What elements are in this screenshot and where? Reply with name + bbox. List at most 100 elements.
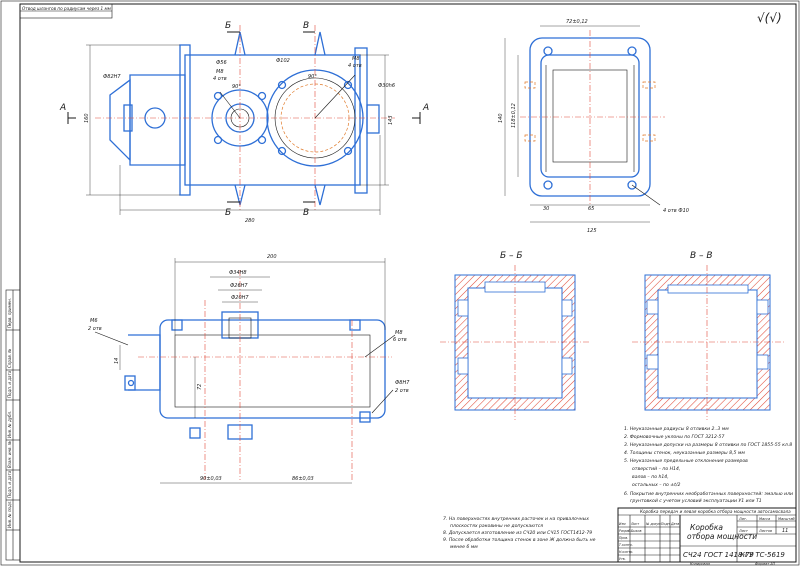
dim-30: 30	[543, 206, 549, 212]
tb-lit: Лит.	[738, 517, 747, 521]
dim-125: 125	[587, 228, 597, 234]
section-v-bottom: В	[303, 208, 309, 218]
tb-tkontr: Т.контр.	[619, 543, 633, 547]
tb-utv: Утв.	[619, 557, 626, 561]
note-6b: грунтовкой с учетом условий эксплуатации…	[630, 498, 762, 504]
dim-m8-left-n: 4 отв	[213, 76, 227, 82]
dim-m8-right-n: 4 отв	[348, 63, 362, 69]
tb-izm: Изм	[619, 522, 626, 526]
dim-m8-right: М8	[352, 56, 360, 62]
note-4: 4. Толщины стенок, неуказанные размеры 8…	[624, 450, 745, 456]
dim-d56: Ф56	[216, 60, 227, 66]
note-7: 7. На поверхностях внутренних расточек и…	[443, 516, 589, 522]
note-5: 5. Неуказанные предельные отклонения раз…	[624, 458, 748, 464]
title-block	[617, 507, 797, 563]
strip-label-7: Инв. № подл.	[7, 500, 12, 528]
section-vv-title: В – В	[690, 251, 713, 261]
tb-sheet-number: 11	[782, 528, 788, 534]
dim-280: 280	[245, 218, 255, 224]
section-bb	[440, 265, 590, 420]
plan-view	[94, 258, 396, 484]
dim-angle-b: 90°	[308, 74, 317, 80]
strip-label-3: Подп. и дата	[7, 370, 12, 398]
dim-86: 86±0,03	[292, 476, 314, 482]
note-1: 1. Неуказанные радиусы 8 отливки 2..3 мм	[624, 426, 729, 432]
tb-name-1: Коробка	[690, 523, 723, 532]
dim-m8-plan-n: 6 отв	[393, 337, 407, 343]
note-6: 6. Покрытие внутренних необработанных по…	[624, 491, 793, 497]
dim-angle-a: 90°	[232, 84, 241, 90]
strip-label-1: Перв. примен.	[7, 298, 12, 328]
dim-side-height: 140	[498, 113, 504, 123]
dim-bore-82h7: Ф82Н7	[103, 74, 121, 80]
tb-nkontr: Н.контр.	[619, 550, 633, 554]
strip-label-2: Справ. №	[7, 349, 12, 368]
section-vv	[632, 265, 785, 420]
technical-requirements-2: 7. На поверхностях внутренних расточек и…	[443, 516, 596, 550]
dim-200: 200	[267, 254, 277, 260]
note-8: 8. Допускается изготовление из СЧ20 или …	[443, 530, 592, 536]
dim-d8h7-n: 2 отв	[395, 388, 409, 394]
dim-holes-10: 4 отв Ф10	[663, 208, 689, 214]
dim-d34h8: Ф34Н8	[229, 270, 247, 276]
tb-sign: Подп.	[661, 522, 671, 526]
dim-143: 143	[388, 115, 394, 125]
note-3: 3. Неуказанные допуски на размеры 8 отли…	[624, 442, 792, 448]
dim-90: 90±0,03	[200, 476, 222, 482]
dim-top-width: 72±0,12	[566, 19, 588, 25]
tb-copied: Копировал	[690, 562, 711, 566]
note-2: 2. Формовочные уклоны по ГОСТ 3212-57	[624, 434, 724, 440]
section-b-bottom: Б	[225, 208, 231, 218]
dim-m6: М6	[90, 318, 98, 324]
side-strip: Перв. примен. Справ. № Подп. и дата Инв.…	[5, 289, 21, 561]
dim-d20h7: Ф20Н7	[231, 295, 249, 301]
section-v-top: В	[303, 21, 309, 31]
tb-doc: № докум.	[645, 522, 662, 526]
section-b-top: Б	[225, 21, 231, 31]
tb-name-2: отбора мощности	[687, 532, 757, 541]
dim-65: 65	[588, 206, 594, 212]
tb-scale: Масштаб	[778, 517, 795, 521]
dim-side-118: 118±0,12	[511, 103, 517, 128]
tb-format: Формат А3	[755, 562, 775, 566]
dim-72: 72	[197, 384, 203, 390]
tb-date: Дата	[670, 522, 679, 526]
dim-14: 14	[114, 358, 120, 364]
tb-material: СЧ24 ГОСТ 1418-79	[683, 551, 754, 559]
tb-sheets-label: Листов	[758, 529, 772, 533]
dim-d26h7: Ф26Н7	[230, 283, 248, 289]
front-view	[67, 25, 421, 215]
technical-requirements: 1. Неуказанные радиусы 8 отливки 2..3 мм…	[624, 426, 793, 504]
dim-m8-plan: М8	[395, 330, 403, 336]
dim-d102: Ф102	[276, 58, 290, 64]
section-a-left: А	[59, 103, 66, 113]
inner-frame	[19, 3, 797, 563]
dim-d8h7: Ф8Н7	[395, 380, 410, 386]
side-view	[504, 25, 665, 223]
dim-m6-n: 2 отв	[88, 326, 102, 332]
note-5c: остальных – по ±t/2	[632, 482, 681, 488]
section-bb-title: Б – Б	[500, 251, 523, 261]
tb-sheet-label: Лист	[738, 529, 749, 533]
strip-label-5: Взам. инв. №	[7, 441, 12, 468]
tb-list: Лист	[630, 522, 639, 526]
strip-label-4: Инв. № дубл.	[7, 411, 12, 438]
roughness-symbol: √(√)	[757, 11, 782, 25]
top-left-stamp: Отвод шлангов по радиусам через 1 мм	[19, 3, 113, 19]
section-a-right: А	[422, 103, 429, 113]
tb-mass: Масса	[759, 517, 770, 521]
tb-razrab: Разраб.	[619, 529, 632, 533]
stamp-text: Отвод шлангов по радиусам через 1 мм	[22, 6, 111, 11]
note-7b: плоскостях раковины не допускаются	[450, 524, 543, 529]
note-5b: валов – по h14,	[632, 474, 669, 480]
dim-d30h6: Ф30h6	[378, 83, 395, 89]
tb-razrab-name: Быков	[631, 529, 642, 533]
tb-code: КГУ ТС-5619	[740, 551, 785, 559]
dim-m8-left: М8	[216, 69, 224, 75]
note-9: 9. После обработки толщина стенок в зоне…	[443, 537, 596, 543]
note-5a: отверстий – по Н14,	[632, 466, 680, 472]
strip-label-6: Подп. и дата	[7, 470, 12, 498]
dim-160: 160	[84, 113, 90, 123]
